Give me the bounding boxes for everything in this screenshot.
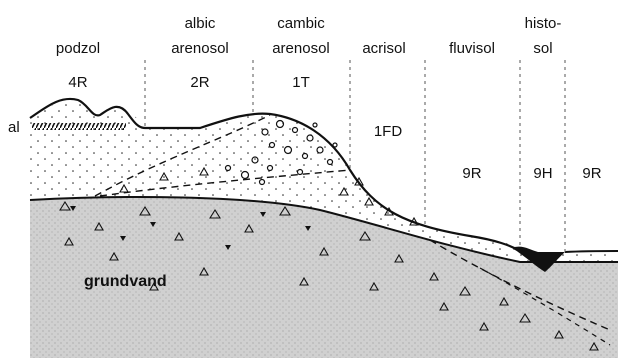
soil-name-cambic-line2: arenosol [272, 40, 330, 57]
groundwater-label: grundvand [84, 273, 167, 290]
soil-name-histosol-line1: histo- [525, 15, 562, 32]
soil-name-albic-line1: albic [185, 15, 216, 32]
soil-name-podzol: podzol [56, 40, 100, 57]
soil-name-histosol-line2: sol [533, 40, 552, 57]
soil-code-acrisol: 1FD [374, 123, 403, 140]
floodplain-surface-line [565, 251, 618, 252]
soil-name-cambic-line1: cambic [277, 15, 325, 32]
soil-name-fluvisol: fluvisol [449, 40, 495, 57]
soil-code-podzol: 4R [68, 74, 87, 91]
soil-code-albic: 2R [190, 74, 209, 91]
al-label: al [8, 119, 20, 136]
soil-code-fluvisol: 9R [462, 165, 481, 182]
soil-name-albic-line2: arenosol [171, 40, 229, 57]
soil-names: podzol albic arenosol cambic arenosol ac… [56, 15, 561, 57]
soil-code-cambic: 1T [292, 74, 310, 91]
soil-code-right: 9R [582, 165, 601, 182]
soil-code-histosol: 9H [533, 165, 552, 182]
soil-name-acrisol: acrisol [362, 40, 405, 57]
al-layer-hatch [32, 123, 126, 130]
